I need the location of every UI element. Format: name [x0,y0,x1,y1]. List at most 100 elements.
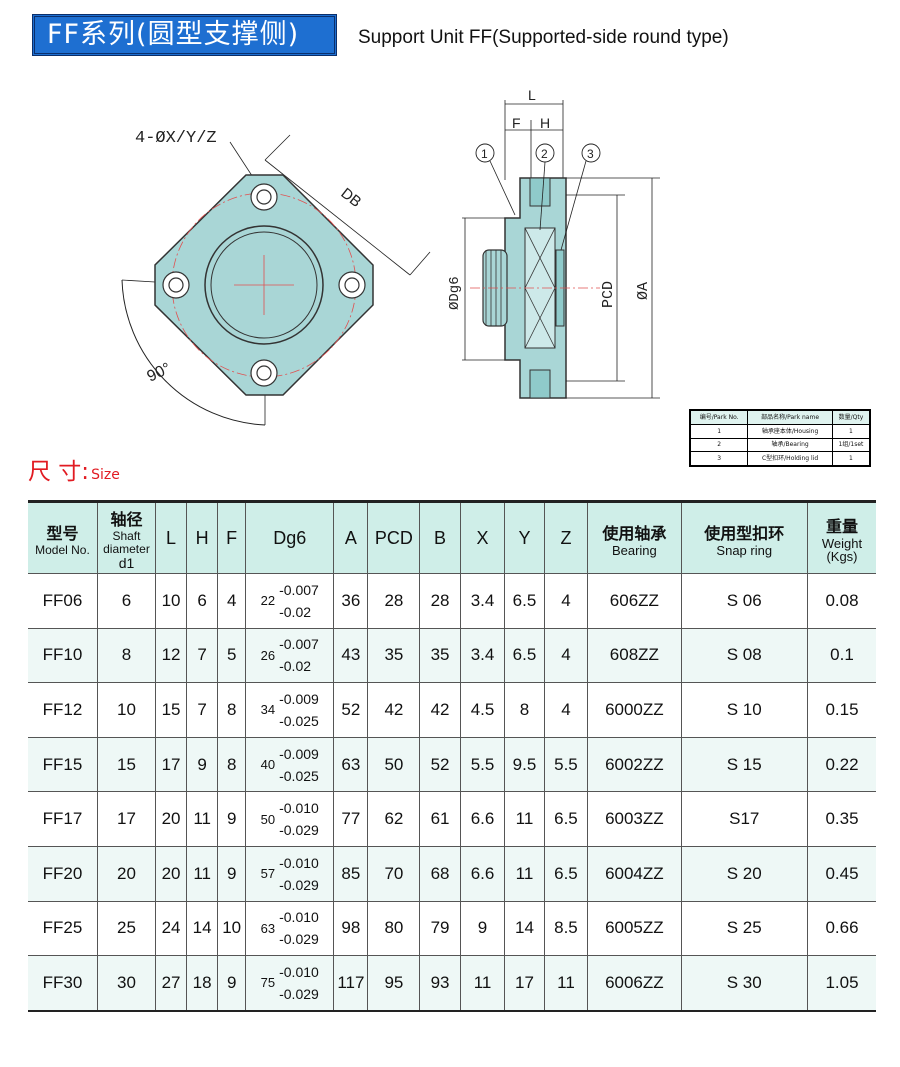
cell-x: 9 [460,901,506,957]
cell-d1: 25 [97,901,157,957]
db-label: DB [338,185,365,211]
cell-b: 68 [419,846,461,902]
cell-a: 85 [333,846,369,902]
header-a: A [333,501,369,574]
cell-l: 12 [155,628,188,684]
parts-cell: 1 [689,423,749,439]
cell-l: 27 [155,955,188,1011]
header-z: Z [544,501,589,574]
a-label: ØA [635,282,652,300]
dg6-lower: -0.025 [279,767,319,784]
cell-model: FF06 [28,573,98,629]
cell-b: 79 [419,901,461,957]
series-title: FF系列(圆型支撑侧) [32,14,337,56]
cell-f: 9 [217,846,247,902]
cell-h: 6 [186,573,219,629]
cell-f: 5 [217,628,247,684]
cell-f: 8 [217,682,247,738]
cell-bearing: 6003ZZ [587,791,682,847]
parts-cell: C型扣环/Holding lid [747,451,833,466]
cell-y: 6.5 [504,573,545,629]
dg6-lower: -0.025 [279,712,319,729]
cell-f: 9 [217,955,247,1011]
dg6-nominal: 34 [260,702,276,718]
cell-f: 9 [217,791,247,847]
cell-model: FF20 [28,846,98,902]
dg6-upper: -0.007 [279,581,319,598]
cell-x: 6.6 [460,791,506,847]
dg6-nominal: 50 [260,811,276,827]
dg6-nominal: 26 [260,647,276,663]
cell-a: 117 [333,955,369,1011]
header-y: Y [504,501,545,574]
header-b: B [419,501,461,574]
hole-label: 4-ØX/Y/Z [135,129,217,148]
cell-dg6: 26-0.007-0.02 [245,628,335,684]
dg6-nominal: 57 [260,866,276,882]
header-pcd: PCD [367,501,421,574]
cell-y: 14 [504,901,545,957]
cell-d1: 20 [97,846,157,902]
cell-bearing: 6005ZZ [587,901,682,957]
cell-a: 63 [333,737,369,793]
callout-2: 2 [541,147,548,161]
parts-cell: 轴承座本体/Housing [747,423,833,439]
cell-dg6: 50-0.010-0.029 [245,791,335,847]
parts-row: 3 C型扣环/Holding lid 1 [689,451,871,466]
dg6-lower: -0.02 [279,603,312,620]
front-view: DB 4-ØX/Y/Z 90° [121,129,431,426]
dg6-upper: -0.009 [279,690,319,707]
cell-d1: 15 [97,737,157,793]
dg6-nominal: 75 [260,975,276,991]
side-view: L F H ØDg6 PCD ØA [447,87,660,399]
dg6-lower: -0.029 [279,985,319,1002]
header-f: F [217,501,247,574]
cell-a: 77 [333,791,369,847]
cell-h: 9 [186,737,219,793]
cell-weight: 0.1 [807,628,876,684]
cell-x: 3.4 [460,628,506,684]
angle-label: 90° [145,360,174,386]
cell-bearing: 6002ZZ [587,737,682,793]
parts-cell: 1 [831,451,871,466]
cell-snap: S 06 [681,573,808,629]
cell-f: 4 [217,573,247,629]
dg6-lower: -0.029 [279,876,319,893]
cell-y: 11 [504,791,545,847]
cell-b: 42 [419,682,461,738]
cell-l: 17 [155,737,188,793]
cell-dg6: 57-0.010 -0.029 [245,846,335,902]
cell-snap: S 10 [681,682,808,738]
parts-cell: 1 [831,423,871,439]
callout-3: 3 [587,147,594,161]
parts-row: 1 轴承座本体/Housing 1 [689,423,871,439]
cell-bearing: 6004ZZ [587,846,682,902]
cell-b: 61 [419,791,461,847]
header-dg6: Dg6 [245,501,335,574]
cell-x: 4.5 [460,682,506,738]
dg6-upper: -0.010 [279,909,319,926]
page-subtitle: Support Unit FF(Supported-side round typ… [358,27,729,48]
cell-model: FF12 [28,682,98,738]
cell-weight: 0.22 [807,737,876,793]
cell-d1: 17 [97,791,157,847]
size-heading-zh: 尺 寸: [28,459,90,485]
dg6-nominal: 63 [260,920,276,936]
cell-h: 7 [186,628,219,684]
cell-pcd: 80 [367,901,421,957]
cell-y: 11 [504,846,545,902]
cell-weight: 1.05 [807,955,876,1011]
cell-bearing: 608ZZ [587,628,682,684]
parts-header-name: 部品名称/Park name [747,410,833,425]
dg6-lower: -0.02 [279,658,312,675]
cell-model: FF10 [28,628,98,684]
dg6-upper: -0.010 [279,854,319,871]
